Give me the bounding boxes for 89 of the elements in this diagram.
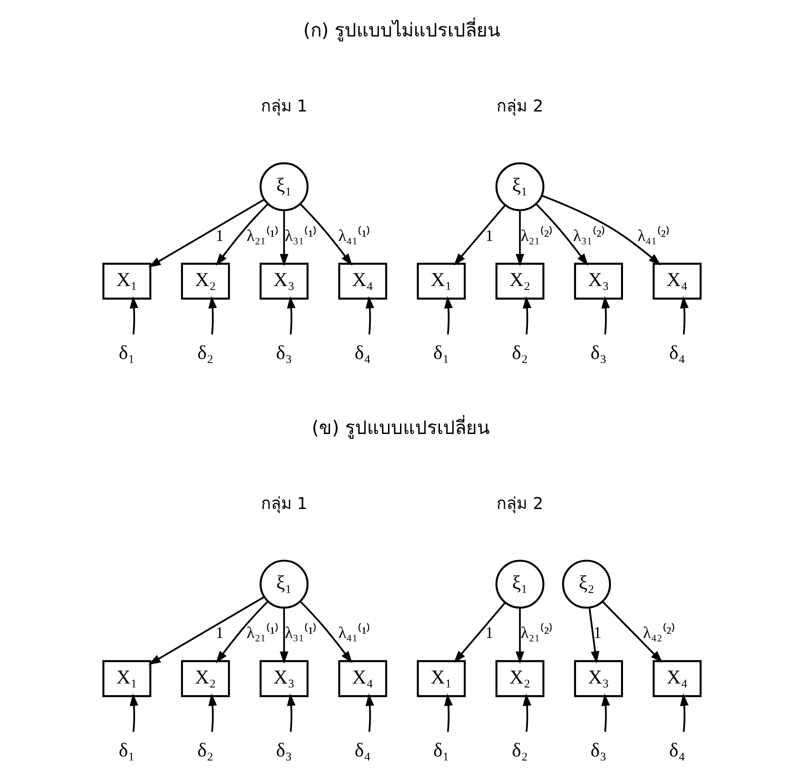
- arrow: [602, 601, 662, 663]
- node-text: δ₂: [196, 342, 214, 364]
- arrow: [148, 198, 264, 268]
- edge-label: λ₄₁⁽¹⁾: [338, 623, 370, 642]
- node-box: X₁: [102, 262, 151, 300]
- node-box: X₃: [259, 262, 308, 300]
- arrow: [365, 296, 374, 334]
- arrow: [588, 607, 599, 664]
- node-box: X₃: [574, 262, 622, 300]
- arrow: [535, 204, 588, 266]
- arrow: [680, 694, 688, 732]
- node-text: δ₁: [118, 740, 134, 762]
- edge-label: 1: [592, 623, 602, 642]
- node-box: X₄: [338, 262, 387, 300]
- arrow: [444, 296, 452, 334]
- node-box: X₃: [574, 660, 622, 698]
- node-box: X₄: [652, 262, 702, 300]
- arrow: [279, 608, 288, 664]
- edge-label: 1: [215, 226, 224, 245]
- edge-label: λ₃₁⁽¹⁾: [284, 623, 317, 642]
- edge-label: 1: [484, 226, 493, 245]
- node-text: δ₄: [668, 740, 685, 762]
- arrow: [299, 204, 352, 266]
- node-circle: ξ₁: [494, 560, 544, 609]
- arrow: [365, 694, 374, 732]
- node-box: X₃: [259, 660, 308, 698]
- edge-label: λ₂₁⁽¹⁾: [246, 623, 278, 642]
- node-box: X₂: [494, 660, 544, 698]
- arrow: [286, 694, 296, 732]
- node-circle: ξ₁: [259, 162, 308, 212]
- arrow: [444, 694, 452, 732]
- node-box: X₁: [102, 660, 151, 698]
- node-box: X₁: [416, 660, 466, 698]
- arrow: [515, 608, 524, 664]
- label: กลุ่ม 2: [496, 494, 543, 513]
- edge-label: λ₂₁⁽²⁾: [520, 226, 552, 245]
- arrow: [453, 602, 506, 663]
- node-box: X₄: [338, 660, 387, 698]
- arrow: [522, 694, 531, 732]
- arrow: [600, 694, 610, 732]
- arrow: [541, 194, 660, 266]
- node-box: X₂: [494, 262, 544, 300]
- arrow: [680, 296, 688, 334]
- node-circle: ξ₁: [259, 560, 308, 609]
- node-box: X₄: [652, 660, 702, 698]
- arrow: [600, 296, 610, 334]
- label: กลุ่ม 1: [260, 494, 307, 513]
- node-text: δ₄: [354, 342, 370, 364]
- node-box: X₂: [180, 660, 230, 698]
- arrow: [208, 694, 216, 732]
- node-text: δ₁: [432, 342, 449, 364]
- node-circle: ξ₁: [494, 162, 544, 212]
- node-text: δ₃: [276, 740, 292, 762]
- arrow: [208, 296, 216, 334]
- edge-label: 1: [215, 623, 224, 642]
- arrow: [129, 694, 138, 732]
- edge-label: λ₄₁⁽²⁾: [637, 226, 670, 245]
- node-circle: ξ₂: [562, 560, 610, 609]
- node-box: X₁: [416, 262, 466, 300]
- node-text: δ₃: [590, 342, 606, 364]
- edge-label: λ₄₂⁽²⁾: [642, 623, 675, 642]
- edge-label: λ₂₁⁽²⁾: [520, 623, 552, 642]
- edge-label: λ₂₁⁽¹⁾: [246, 226, 278, 245]
- arrow: [453, 204, 506, 266]
- node-box: X₂: [180, 262, 230, 300]
- label: กลุ่ม 1: [260, 96, 307, 116]
- edge-label: λ₃₁⁽²⁾: [572, 226, 605, 245]
- arrow: [279, 210, 288, 266]
- arrow: [148, 596, 264, 665]
- node-text: δ₃: [276, 342, 292, 364]
- arrow: [286, 296, 296, 334]
- node-text: δ₁: [118, 342, 134, 364]
- arrow: [129, 296, 138, 334]
- arrow: [299, 600, 352, 664]
- edge-label: 1: [484, 623, 493, 642]
- node-text: δ₄: [668, 342, 685, 364]
- arrow: [522, 296, 531, 334]
- arrow: [215, 600, 268, 664]
- node-text: δ₁: [432, 740, 449, 762]
- arrow: [515, 210, 524, 266]
- arrow: [215, 204, 268, 266]
- edge-label: λ₄₁⁽¹⁾: [338, 226, 370, 245]
- edge-label: λ₃₁⁽¹⁾: [284, 226, 317, 245]
- node-text: δ₄: [354, 740, 370, 762]
- node-text: δ₂: [511, 342, 528, 364]
- node-text: δ₃: [590, 740, 606, 762]
- node-text: δ₂: [511, 740, 528, 762]
- node-text: δ₂: [196, 740, 214, 762]
- label: กลุ่ม 2: [496, 96, 543, 116]
